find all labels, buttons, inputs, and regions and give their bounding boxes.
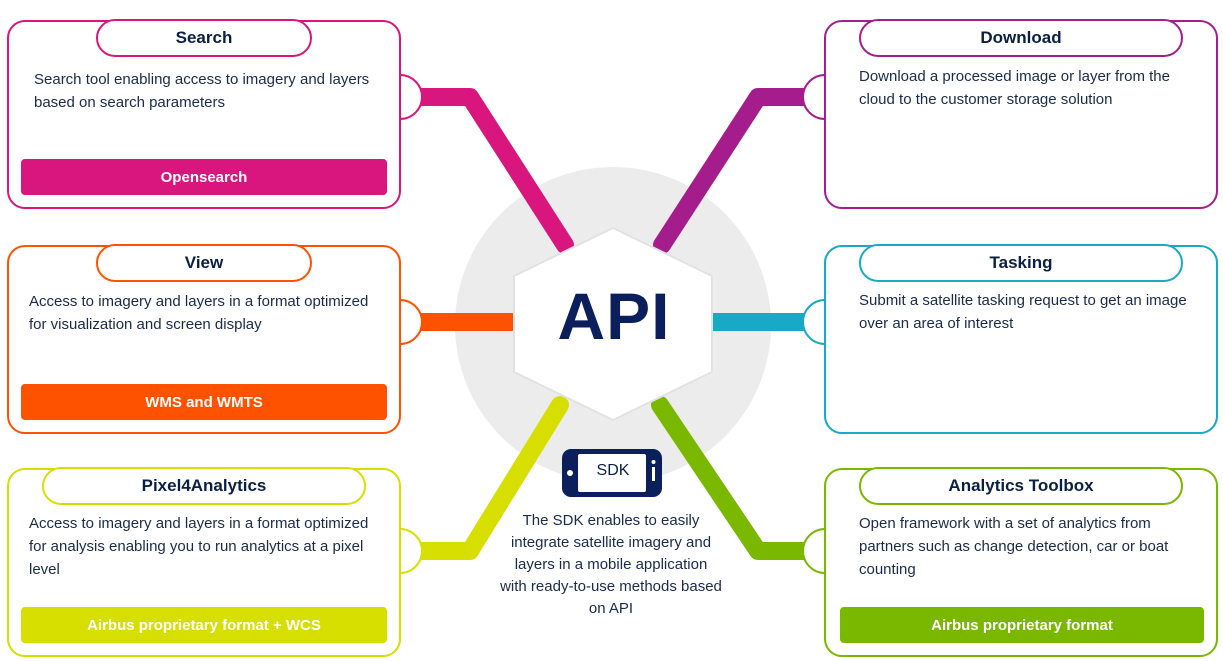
sdk-phone-info-dot (651, 460, 656, 464)
download-card: Download Download a processed image or l… (824, 19, 1218, 209)
analytics-toolbox-card: Analytics Toolbox Open framework with a … (824, 467, 1218, 657)
api-hexagon (513, 227, 713, 421)
opensearch-button[interactable]: Opensearch (21, 159, 387, 195)
analytics-toolbox-card-description: Open framework with a set of analytics f… (859, 515, 1169, 578)
sdk-phone-info-bar (652, 467, 655, 481)
analytics-toolbox-card-title: Analytics Toolbox (859, 467, 1183, 505)
tasking-card-description: Submit a satellite tasking request to ge… (859, 292, 1187, 332)
view-card-title: View (96, 244, 312, 282)
airbus-format-wcs-button[interactable]: Airbus proprietary format + WCS (21, 607, 387, 643)
download-card-title: Download (859, 19, 1183, 57)
sdk-phone-home-dot (567, 470, 573, 476)
search-card-description: Search tool enabling access to imagery a… (34, 71, 370, 111)
view-card: View Access to imagery and layers in a f… (7, 244, 401, 434)
pixel4analytics-card-description: Access to imagery and layers in a format… (29, 515, 369, 578)
view-card-description: Access to imagery and layers in a format… (29, 293, 369, 333)
tasking-card-title: Tasking (859, 244, 1183, 282)
search-card: Search Search tool enabling access to im… (7, 19, 401, 209)
tasking-card: Tasking Submit a satellite tasking reque… (824, 244, 1218, 434)
wms-wmts-button[interactable]: WMS and WMTS (21, 384, 387, 420)
search-card-title: Search (96, 19, 312, 57)
connector-search (391, 88, 574, 254)
airbus-format-button[interactable]: Airbus proprietary format (840, 607, 1204, 643)
pixel4analytics-card-title: Pixel4Analytics (42, 467, 366, 505)
download-card-description: Download a processed image or layer from… (859, 68, 1170, 108)
connector-pixel (391, 396, 569, 560)
api-label: API (557, 279, 671, 353)
connector-download (653, 88, 834, 254)
sdk-phone-screen (578, 454, 646, 492)
sdk-label: SDK (596, 462, 630, 479)
pixel4analytics-card: Pixel4Analytics Access to imagery and la… (7, 467, 401, 657)
sdk-description: The SDK enables to easily integrate sate… (500, 512, 722, 617)
